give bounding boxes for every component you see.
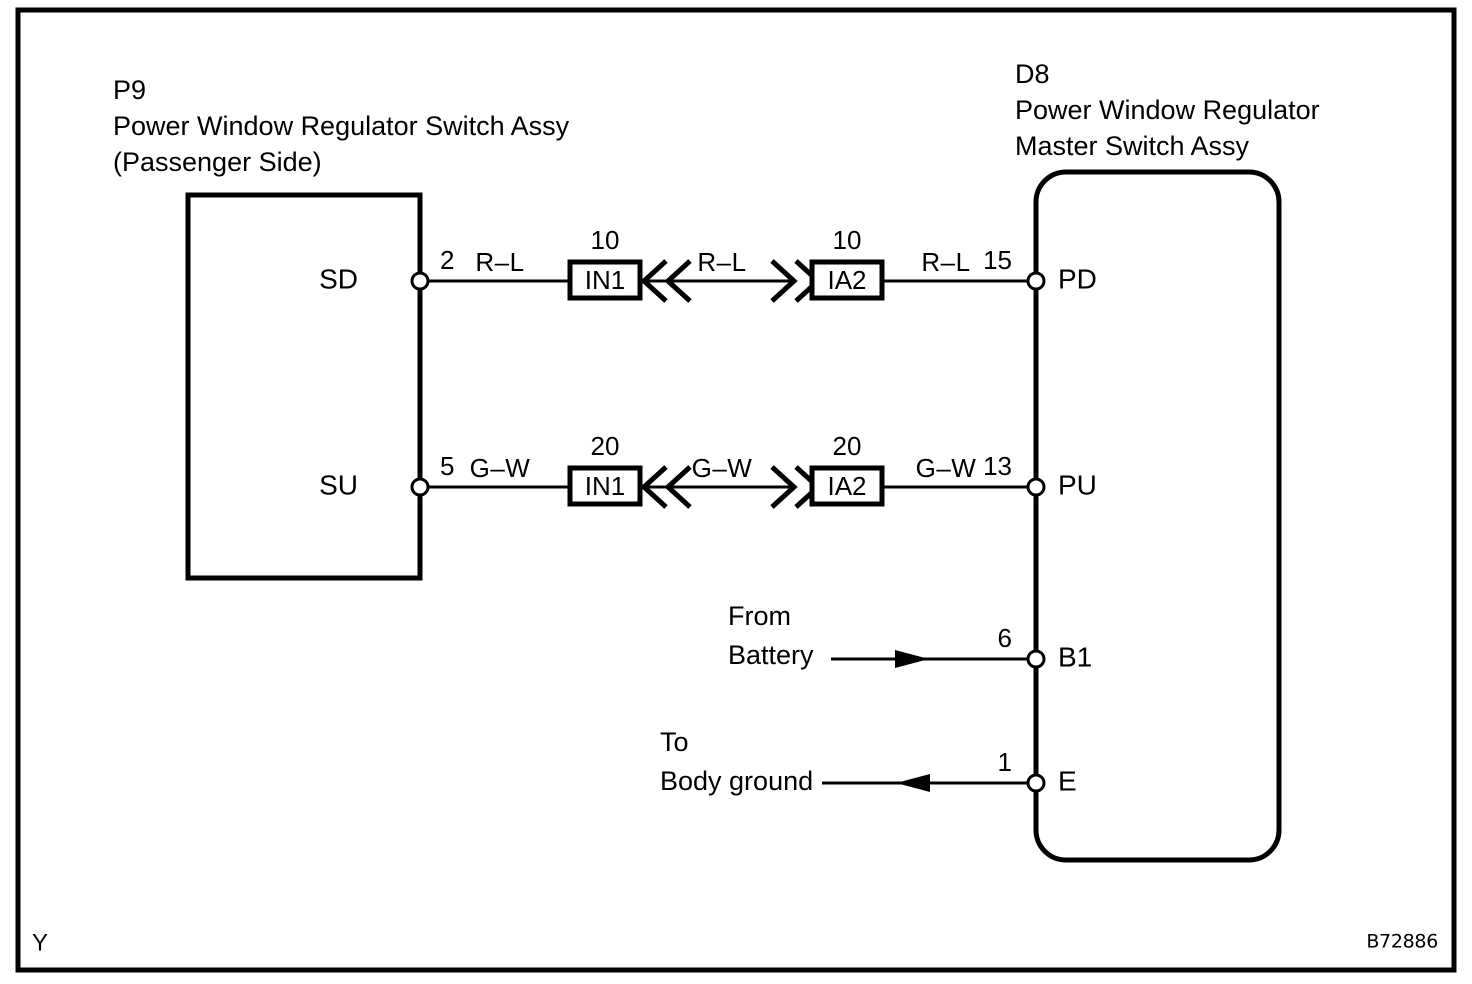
junction-number-in1-pu: 20	[591, 431, 620, 461]
right-component-name-line1: Power Window Regulator	[1015, 95, 1320, 125]
wire-color-pu-left: G–W	[470, 453, 531, 483]
junction-box-in1-pu	[567, 465, 643, 507]
arrow-ground-out	[896, 774, 930, 792]
wire-color-pd-mid: R–L	[697, 247, 746, 277]
terminal-dot-pd	[1026, 271, 1046, 291]
terminal-label-sd: SD	[319, 263, 358, 294]
left-component-code: P9	[113, 75, 146, 105]
terminal-label-su: SU	[319, 469, 358, 500]
ground-note-line1: To	[660, 727, 689, 757]
junction-label-in1-pu: IN1	[585, 471, 625, 501]
junction-number-ia2-pd: 10	[833, 225, 862, 255]
terminal-label-pd: PD	[1058, 263, 1097, 294]
wire-color-pd-left: R–L	[475, 247, 524, 277]
junction-box-in1-pd	[567, 259, 643, 301]
junction-label-ia2-pd: IA2	[827, 265, 866, 295]
right-component-box	[1033, 169, 1282, 863]
terminal-dot-su	[410, 477, 430, 497]
pin-number-pd: 15	[983, 245, 1012, 275]
reference-code: B72886	[1366, 931, 1438, 953]
battery-note-line2: Battery	[728, 640, 814, 670]
terminal-dot-pu	[1026, 477, 1046, 497]
terminal-label-pu: PU	[1058, 469, 1097, 500]
terminal-label-b1: B1	[1058, 641, 1092, 672]
terminal-dot-b1	[1026, 649, 1046, 669]
ground-note-line2: Body ground	[660, 766, 813, 796]
corner-mark-letter: Y	[32, 929, 48, 956]
right-component-name-line2: Master Switch Assy	[1015, 131, 1250, 161]
left-component-name-line1: Power Window Regulator Switch Assy	[113, 111, 570, 141]
junction-number-in1-pd: 10	[591, 225, 620, 255]
junction-number-ia2-pu: 20	[833, 431, 862, 461]
pin-number-pu: 13	[983, 451, 1012, 481]
wire-color-pd-right: R–L	[921, 247, 970, 277]
pin-number-sd: 2	[440, 245, 454, 275]
arrow-battery-in	[895, 650, 929, 668]
left-component-name-line2: (Passenger Side)	[113, 147, 322, 177]
battery-note-line1: From	[728, 601, 791, 631]
terminal-label-e: E	[1058, 765, 1077, 796]
wire-color-pu-mid: G–W	[692, 453, 753, 483]
pin-number-su: 5	[440, 451, 454, 481]
pin-number-e: 1	[998, 747, 1012, 777]
wire-color-pu-right: G–W	[916, 453, 977, 483]
diagram-border	[15, 7, 1457, 973]
terminal-dot-e	[1026, 773, 1046, 793]
junction-label-ia2-pu: IA2	[827, 471, 866, 501]
junction-label-in1-pd: IN1	[585, 265, 625, 295]
terminal-dot-sd	[410, 271, 430, 291]
left-component-box	[185, 192, 423, 581]
right-component-code: D8	[1015, 59, 1050, 89]
pin-number-b1: 6	[998, 623, 1012, 653]
